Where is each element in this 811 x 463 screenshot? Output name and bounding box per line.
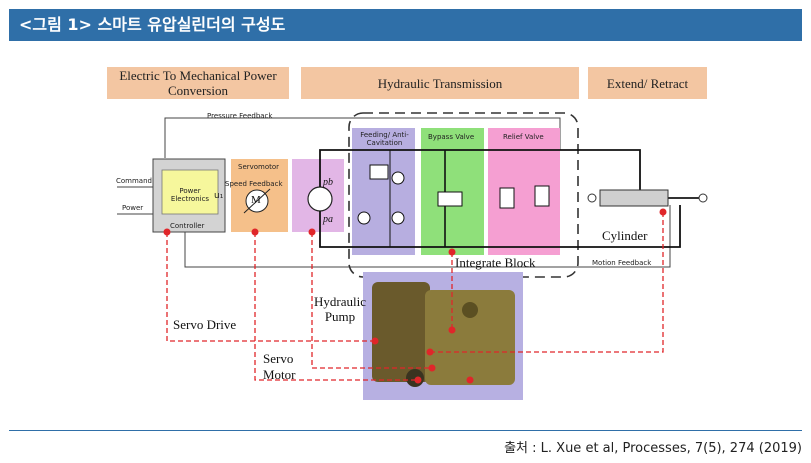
cylinder-body — [599, 189, 669, 207]
section-transmission-tag: Hydraulic Transmission — [301, 67, 579, 99]
servo-drive-label: Servo Drive — [173, 317, 237, 332]
power-electronics-label: Power Electronics — [170, 187, 210, 203]
motion-feedback-label: Motion Feedback — [592, 259, 652, 267]
motion-feedback-line — [184, 205, 671, 268]
leader-dots — [163, 208, 667, 384]
command-label: Command — [116, 177, 152, 185]
relief-label: Relief Valve — [503, 133, 544, 141]
bypass-label: Bypass Valve — [428, 133, 475, 141]
leader-servo-motor — [254, 232, 418, 381]
check-valve-2 — [391, 211, 405, 225]
servo-motor-label: Servo Motor — [263, 351, 296, 382]
photo-housing — [372, 282, 430, 382]
leader-lines — [166, 212, 664, 381]
hydraulic-line-top — [319, 149, 641, 190]
check-valve-box — [369, 164, 389, 180]
pump-circle — [307, 186, 333, 212]
bypass-valve-symbol — [437, 191, 463, 207]
relief-valve-symbol-2 — [534, 185, 550, 207]
photo-knob — [406, 369, 424, 387]
figure-title: <그림 1> 스마트 유압실린더의 구성도 — [9, 9, 802, 41]
feeding-label: Feeding/ Anti-Cavitation — [360, 131, 409, 147]
integrate-block-label: Integrate Block — [455, 255, 536, 270]
leader-servo-drive — [166, 232, 375, 342]
relief-valve-symbol-1 — [499, 187, 515, 209]
speed-feedback-label: Speed Feedback — [225, 180, 283, 188]
servomotor-label: Servomotor — [238, 163, 280, 171]
section-extend-label: Extend/ Retract — [606, 75, 689, 91]
feeding-panel — [352, 128, 415, 255]
source-citation: 출처 : L. Xue et al, Processes, 7(5), 274 … — [504, 441, 802, 456]
cylinder-eye-left — [587, 193, 597, 203]
check-valve-1 — [391, 171, 405, 185]
motor-arrow — [243, 188, 271, 214]
motor-symbol: M — [251, 194, 261, 206]
footer-divider — [9, 430, 802, 431]
leader-cylinder — [430, 212, 664, 353]
hydraulic-pump-label: Hydraulic Pump — [314, 294, 366, 324]
photo-block — [425, 290, 515, 385]
pressure-feedback-label: Pressure Feedback — [207, 112, 273, 120]
section-conversion-tag: Electric To Mechanical Power Conversion — [107, 67, 289, 99]
pa-label: pa — [323, 214, 333, 225]
leader-pump — [311, 232, 432, 369]
section-conversion-label: Electric To Mechanical Power Conversion — [119, 68, 277, 98]
cylinder-label: Cylinder — [602, 228, 648, 243]
photo-fitting — [462, 302, 478, 318]
section-extend-tag: Extend/ Retract — [588, 67, 707, 99]
check-valve-3 — [357, 211, 371, 225]
section-transmission-label: Hydraulic Transmission — [377, 75, 503, 91]
power-electronics-box — [161, 169, 219, 215]
cylinder-eye-right — [698, 193, 708, 203]
u1-label: u₁ — [214, 191, 224, 201]
power-label: Power — [122, 204, 144, 212]
hydraulic-line-bottom — [319, 205, 681, 248]
controller-label: Controller — [170, 222, 205, 230]
pb-label: pb — [323, 177, 333, 188]
